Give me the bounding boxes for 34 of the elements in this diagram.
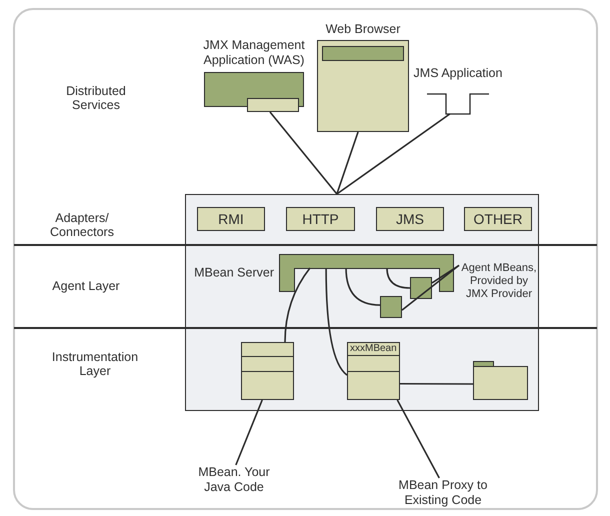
application-label: JMX Management Application (WAS): [202, 38, 306, 68]
container-panel: [185, 194, 539, 411]
leader-line: [432, 264, 460, 284]
class-name: xxxMBean: [350, 343, 397, 355]
connector-line: [325, 268, 348, 376]
layer-label: Distributed Services: [65, 84, 127, 112]
folder-shape: [473, 361, 528, 400]
layer-label: Adapters/ Connectors: [49, 211, 115, 239]
leader-line: [396, 400, 440, 478]
square-block: [380, 296, 402, 318]
class-box: [347, 342, 400, 400]
callout-text: Agent MBeans, Provided by JMX Provider: [459, 262, 539, 301]
leader-line: [402, 264, 460, 311]
layer-label: Agent Layer: [52, 279, 120, 293]
leader-line: [235, 400, 263, 466]
connector-line: [400, 382, 473, 385]
callout-text: MBean. Your Java Code: [187, 465, 281, 495]
application-label: JMS Application: [414, 66, 502, 81]
connector-line: [336, 113, 450, 195]
class-box: [241, 342, 294, 400]
adapter-box: JMS: [376, 207, 444, 231]
server-label: MBean Server: [194, 266, 274, 280]
adapter-box: OTHER: [464, 207, 532, 231]
connector-line: [336, 132, 359, 194]
callout-text: MBean Proxy to Existing Code: [396, 478, 490, 508]
adapter-box: RMI: [197, 207, 265, 231]
adapter-box: HTTP: [286, 207, 355, 231]
application-label: Web Browser: [326, 22, 400, 37]
square-block: [410, 277, 432, 299]
connector-line: [269, 112, 338, 194]
connector-line: [386, 268, 410, 289]
connector-line: [345, 268, 380, 306]
layer-label: Instrumentation Layer: [50, 350, 140, 378]
connector-line: [284, 268, 311, 342]
